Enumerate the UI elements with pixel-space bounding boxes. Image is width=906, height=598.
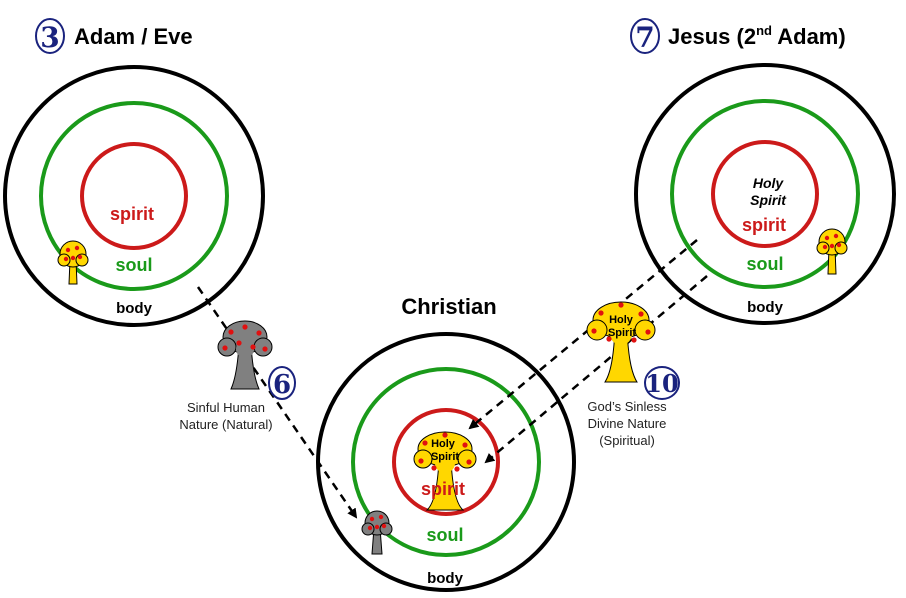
adam-title: Adam / Eve [74,24,193,49]
jesus-number-badge: 7 [630,18,660,54]
jesus-title: Jesus (2nd Adam) [668,23,846,49]
divine-tree-holy-label: Holy [609,314,634,326]
dashed-arrow-icon [196,286,358,519]
adam-soul-ring [39,101,229,291]
adam-spirit-ring [80,142,188,250]
divine-caption-line3: (Spiritual) [599,433,655,448]
christian-body-label: body [427,570,463,587]
jesus-holy-label: Holy [753,175,785,191]
jesus-person-diagram: Holy Spirit spirit soul body [634,63,896,325]
adam-body-label: body [116,300,152,317]
christian-title: Christian [401,294,496,319]
holy-spirit-tree-icon [413,431,477,511]
sinful-caption-line1: Sinful Human [187,400,265,415]
adam-person-diagram: spirit soul body [3,65,265,327]
sinful-caption-line2: Nature (Natural) [179,417,272,432]
holy-spirit-tree-icon [586,301,656,383]
adam-soul-label: soul [115,255,152,275]
divine-number: 10 [645,369,678,398]
jesus-holy-spirit-label: Spirit [750,192,787,208]
christian-tree-holy-label: Holy [431,438,456,450]
jesus-spirit-label: spirit [742,215,786,235]
gray-sin-tree-icon [217,320,273,390]
jesus-header: 7 Jesus (2nd Adam) [630,18,846,54]
adam-number: 3 [40,21,59,54]
jesus-number: 7 [635,21,654,54]
christian-spirit-label: spirit [421,479,465,499]
dashed-arrow-icon [484,275,708,464]
sinful-nature-group: 6 Sinful Human Nature (Natural) [179,286,358,519]
yellow-fruit-tree-icon [816,228,848,275]
sinful-number: 6 [273,370,291,400]
jesus-body-label: body [747,299,783,316]
adam-body-ring [3,65,265,327]
yellow-fruit-tree-icon [57,240,89,285]
adam-header: 3 Adam / Eve [35,18,193,54]
christian-soul-label: soul [426,525,463,545]
christian-soul-ring [351,367,541,557]
christian-person-diagram: Holy Spirit spirit soul body [316,332,576,592]
jesus-body-ring [634,63,896,325]
divine-nature-group: Holy Spirit 10 God’s Sinless Divine Natu… [468,239,708,464]
jesus-spirit-ring [711,140,819,248]
gray-sin-tree-icon [361,510,393,555]
jesus-soul-label: soul [746,254,783,274]
jesus-soul-ring [670,99,860,289]
divine-caption-line1: God’s Sinless [587,399,667,414]
divine-number-badge: 10 [644,366,680,400]
dashed-arrow-icon [468,239,698,430]
sinful-number-badge: 6 [268,366,296,400]
divine-caption-line2: Divine Nature [588,416,667,431]
christian-spirit-ring [392,408,500,516]
divine-tree-spirit-label: Spirit [608,327,636,339]
christian-tree-spirit-label: Spirit [431,451,459,463]
adam-spirit-label: spirit [110,204,154,224]
adam-number-badge: 3 [35,18,65,54]
